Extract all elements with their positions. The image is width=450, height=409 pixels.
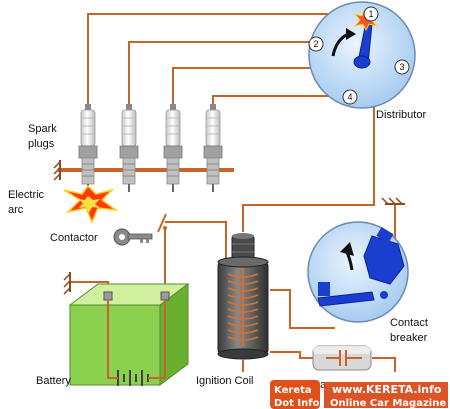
capacitor xyxy=(312,345,372,371)
breaker-arrowhead-icon xyxy=(340,242,354,256)
label-spark-plugs-line1: Spark xyxy=(28,123,57,135)
wire-coil-capacitor xyxy=(270,351,313,359)
breaker-ground xyxy=(381,197,405,205)
distributor xyxy=(308,1,416,109)
spark-plug-2 xyxy=(119,104,139,192)
spark-plug-3 xyxy=(163,104,183,192)
label-battery: Battery xyxy=(36,375,71,387)
terminal-3 xyxy=(394,59,410,75)
label-contactor: Contactor xyxy=(50,232,98,244)
labels: Spark plugs Electric arc Contactor Batte… xyxy=(8,109,428,391)
terminal-1-label: 1 xyxy=(368,9,373,19)
spark-plug-1 xyxy=(78,104,98,192)
terminal-1 xyxy=(363,6,379,22)
ignition-coil xyxy=(217,233,269,360)
contact-breaker xyxy=(307,221,409,323)
spark-plug-ground-bar xyxy=(53,160,234,181)
contactor-switch xyxy=(157,213,167,233)
watermark-tagline: Online Car Magazine xyxy=(330,398,446,409)
distributor-arrowhead-icon xyxy=(346,28,356,40)
battery-terminal-negative xyxy=(103,291,113,301)
coil-windings xyxy=(227,268,259,346)
watermark-bar xyxy=(324,382,448,408)
battery-terminal-positive xyxy=(160,291,170,301)
battery-ground xyxy=(63,272,71,295)
watermark: Kereta Dot Info www.KERETA.info Online C… xyxy=(270,380,448,409)
label-contact-breaker-line2: breaker xyxy=(390,332,428,344)
label-electric-arc-line1: Electric xyxy=(8,189,45,201)
terminal-4 xyxy=(342,89,358,105)
terminal-2-label: 2 xyxy=(313,39,318,49)
wire-coil-ht xyxy=(242,68,375,232)
spark-plugs xyxy=(78,104,223,192)
spark-flash-icon xyxy=(63,184,119,224)
spark-plug-4 xyxy=(203,104,223,192)
watermark-site: www.KERETA.info xyxy=(332,383,442,396)
battery xyxy=(68,283,190,386)
distributor-terminals: 1 2 3 4 xyxy=(308,6,410,105)
wire-coil-breaker xyxy=(270,289,335,329)
terminal-2 xyxy=(308,36,324,52)
wire-plug-2 xyxy=(128,41,310,105)
terminal-3-label: 3 xyxy=(399,62,404,72)
watermark-logo-line1: Kereta xyxy=(274,385,312,396)
distributor-rotor xyxy=(353,21,373,69)
label-ignition-coil: Ignition Coil xyxy=(196,375,253,387)
label-spark-plugs-line2: plugs xyxy=(28,138,55,150)
label-electric-arc-line2: arc xyxy=(8,204,24,216)
wire-capacitor-ground xyxy=(372,357,396,372)
terminal-4-label: 4 xyxy=(347,92,352,102)
key-icon xyxy=(113,228,153,246)
label-distributor: Distributor xyxy=(376,109,426,121)
wire-plug-4 xyxy=(212,95,342,105)
wire-plug-1 xyxy=(87,13,360,105)
wire-contactor-coil xyxy=(165,221,227,270)
label-contact-breaker-line1: Contact xyxy=(390,317,428,329)
watermark-logo-line2: Dot Info xyxy=(274,398,320,409)
watermark-logo-badge xyxy=(270,380,320,409)
